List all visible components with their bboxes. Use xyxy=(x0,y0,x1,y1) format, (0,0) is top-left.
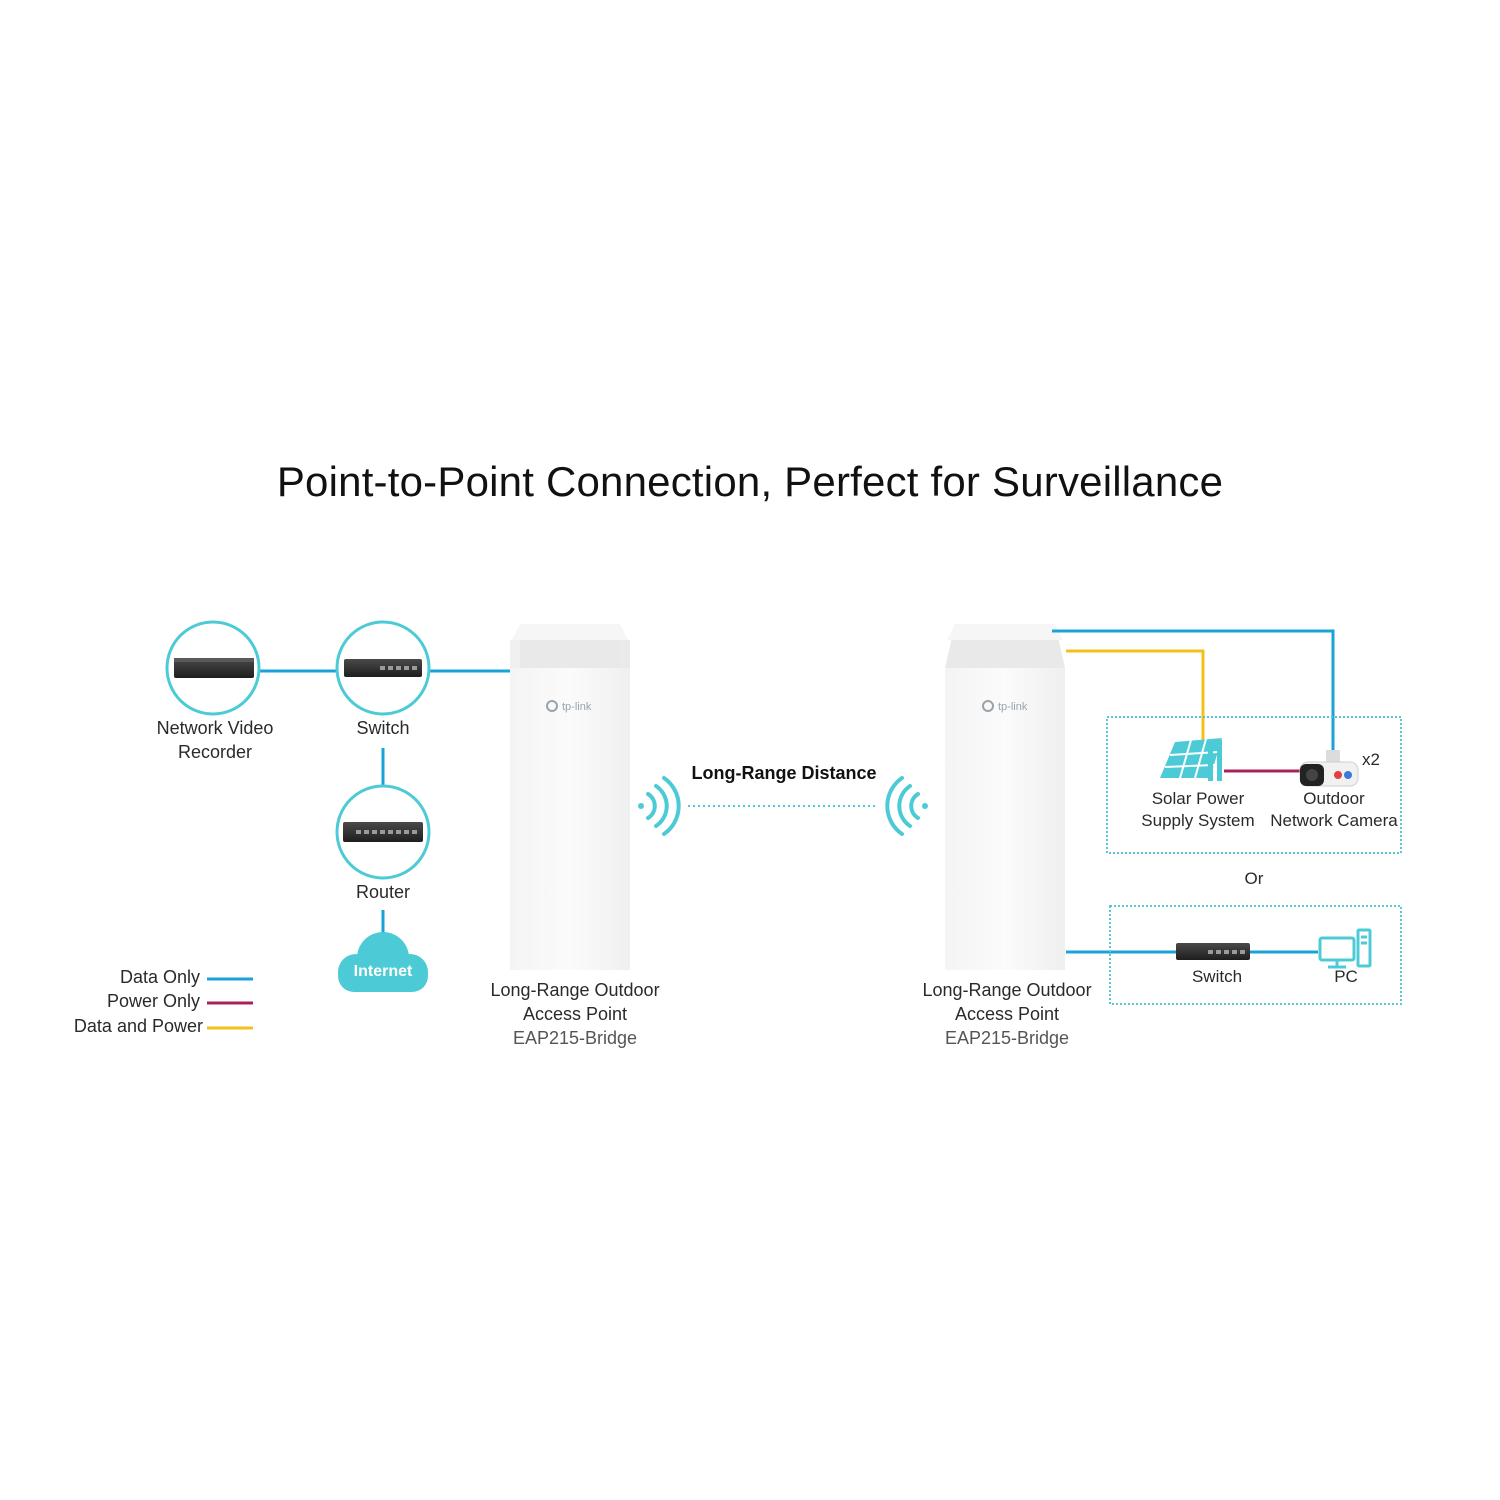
right-ap-line1: Long-Range Outdoor xyxy=(922,980,1092,1000)
legend-data-only: Data Only xyxy=(119,967,200,987)
small-switch-label: Switch xyxy=(1191,967,1243,986)
wifi-signal-right xyxy=(885,776,928,836)
camera-count: x2 xyxy=(1362,750,1380,769)
pc-label: PC xyxy=(1334,967,1358,986)
or-label: Or xyxy=(1244,869,1264,888)
switch-device xyxy=(335,620,431,716)
solar-label: Solar Power Supply System xyxy=(1128,788,1268,832)
right-ap-label: Long-Range Outdoor Access Point EAP215-B… xyxy=(902,978,1112,1050)
left-ap-logo: tp-link xyxy=(562,701,592,713)
pc-option-box xyxy=(1109,905,1402,1005)
left-connections xyxy=(260,669,511,938)
router-label: Router xyxy=(355,882,411,902)
legend-power-only: Power Only xyxy=(106,991,200,1011)
wifi-signal-left xyxy=(638,776,681,836)
right-connections xyxy=(1052,629,1335,954)
nvr-label-text: Network Video Recorder xyxy=(156,718,274,762)
small-switch-icon xyxy=(1176,943,1250,960)
camera-label-1: Outdoor xyxy=(1303,789,1365,808)
legend-lines xyxy=(207,977,253,1030)
nvr-label: Network Video Recorder xyxy=(130,716,300,764)
legend-data-power: Data and Power xyxy=(73,1016,203,1036)
left-ap-model: EAP215-Bridge xyxy=(512,1028,638,1048)
ap-solar-dp-line xyxy=(1066,649,1205,740)
camera-label-2: Network Camera xyxy=(1270,811,1398,830)
left-ap-line2: Access Point xyxy=(522,1004,628,1024)
internet-label: Internet xyxy=(354,963,413,980)
switch-label: Switch xyxy=(356,718,410,738)
internet-cloud: Internet xyxy=(338,932,428,992)
left-ap-label: Long-Range Outdoor Access Point EAP215-B… xyxy=(470,978,680,1050)
right-access-point: tp-link xyxy=(945,624,1065,970)
right-ap-line2: Access Point xyxy=(954,1004,1060,1024)
solar-label-1: Solar Power xyxy=(1151,789,1245,808)
nvr-device xyxy=(165,620,261,716)
camera-label: Outdoor Network Camera xyxy=(1264,788,1404,832)
solar-panel-icon xyxy=(1160,738,1222,781)
right-ap-logo: tp-link xyxy=(998,701,1028,713)
pc-icon xyxy=(1318,928,1372,969)
router-device xyxy=(335,784,431,880)
outdoor-camera-icon xyxy=(1299,750,1359,787)
page-title: Point-to-Point Connection, Perfect for S… xyxy=(276,458,1224,505)
long-range-label: Long-Range Distance xyxy=(691,763,877,783)
ap-camera-data-line xyxy=(1052,629,1335,750)
left-ap-line1: Long-Range Outdoor xyxy=(490,980,660,1000)
left-access-point: tp-link xyxy=(510,624,630,970)
solar-label-2: Supply System xyxy=(1141,811,1255,830)
right-ap-model: EAP215-Bridge xyxy=(944,1028,1070,1048)
camera-option-box xyxy=(1106,716,1402,854)
